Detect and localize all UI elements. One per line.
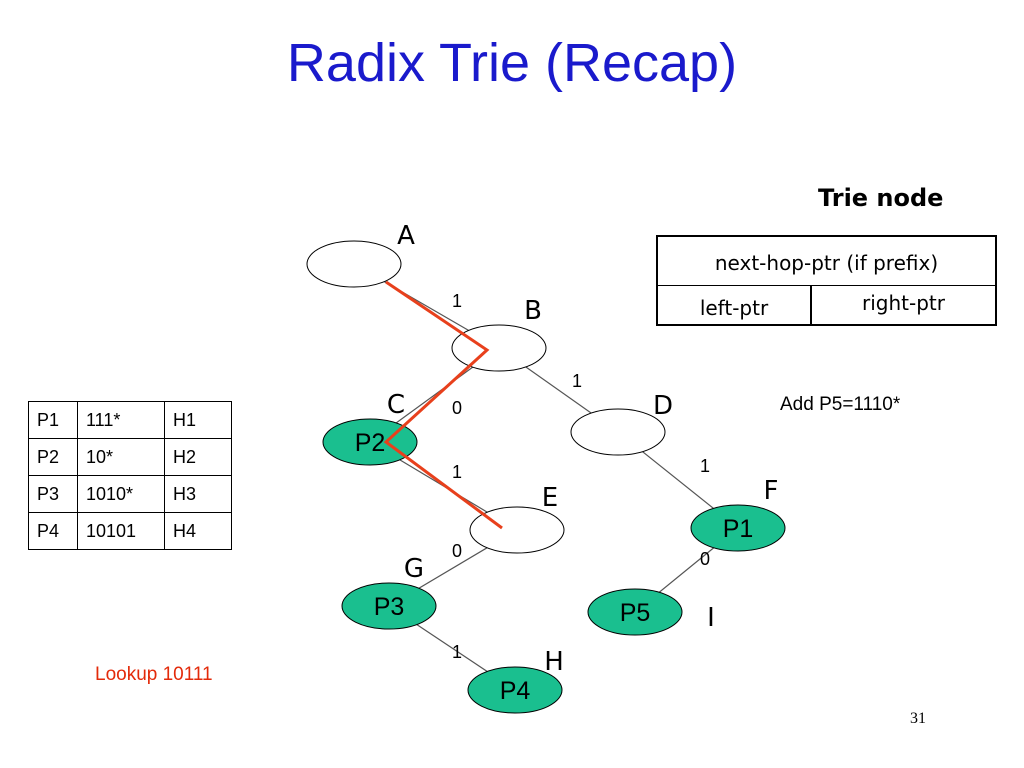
left-ptr-field: left-ptr <box>699 296 769 320</box>
node-name-label: G <box>404 554 424 584</box>
right-ptr-field: right-ptr <box>862 291 945 315</box>
prefix-name-cell: P3 <box>28 475 78 513</box>
trie-node-g <box>341 582 437 630</box>
next-hop-cell: H2 <box>164 438 232 476</box>
trie-node-f <box>690 504 786 552</box>
prefix-bits-cell: 10* <box>77 438 165 476</box>
node-name-label: D <box>653 391 673 421</box>
field-divider <box>810 285 812 326</box>
trie-node-h <box>467 666 563 714</box>
prefix-bits-cell: 111* <box>77 401 165 439</box>
node-name-label: C <box>387 390 405 420</box>
prefix-name-cell: P4 <box>28 512 78 550</box>
prefix-bits-cell: 1010* <box>77 475 165 513</box>
node-name-label: A <box>397 221 415 251</box>
node-prefix-label: P1 <box>723 515 754 543</box>
edge-bit-label: 1 <box>572 371 582 391</box>
lookup-path <box>383 280 503 530</box>
node-name-label: B <box>524 296 542 326</box>
node-prefix-label: P3 <box>374 593 405 621</box>
node-prefix-label: P4 <box>500 677 531 705</box>
next-hop-cell: H3 <box>164 475 232 513</box>
edge-bit-label: 1 <box>452 291 462 311</box>
prefix-bits-cell: 10101 <box>77 512 165 550</box>
trie-node-a <box>306 240 402 288</box>
trie-node-e <box>469 506 565 554</box>
node-name-label: E <box>542 483 558 513</box>
trie-node-b <box>451 324 547 372</box>
node-name-label: F <box>764 476 779 506</box>
next-hop-field: next-hop-ptr (if prefix) <box>714 251 939 275</box>
slide-title: Radix Trie (Recap) <box>286 33 738 93</box>
next-hop-cell: H1 <box>164 401 232 439</box>
field-divider <box>658 285 995 286</box>
edge-bit-label: 1 <box>452 462 462 482</box>
prefix-name-cell: P2 <box>28 438 78 476</box>
node-name-label: I <box>707 603 715 633</box>
edge-bit-label: 0 <box>452 398 462 418</box>
trie-node-d <box>570 408 666 456</box>
edge-bit-label: 0 <box>452 541 462 561</box>
trie-node-structure: next-hop-ptr (if prefix) left-ptr right-… <box>656 235 997 326</box>
page-number: 31 <box>910 710 926 727</box>
prefix-name-cell: P1 <box>28 401 78 439</box>
node-prefix-label: P2 <box>355 429 386 457</box>
next-hop-cell: H4 <box>164 512 232 550</box>
trie-node-title: Trie node <box>818 184 944 212</box>
trie-node-i <box>587 588 683 636</box>
edge-bit-label: 1 <box>700 456 710 476</box>
trie-node-c <box>322 418 418 466</box>
edge-bit-label: 0 <box>700 549 710 569</box>
node-prefix-label: P5 <box>620 599 651 627</box>
edge-bit-label: 1 <box>452 642 462 662</box>
node-name-label: H <box>544 647 564 677</box>
lookup-note: Lookup 10111 <box>95 664 213 685</box>
add-prefix-note: Add P5=1110* <box>780 394 901 415</box>
